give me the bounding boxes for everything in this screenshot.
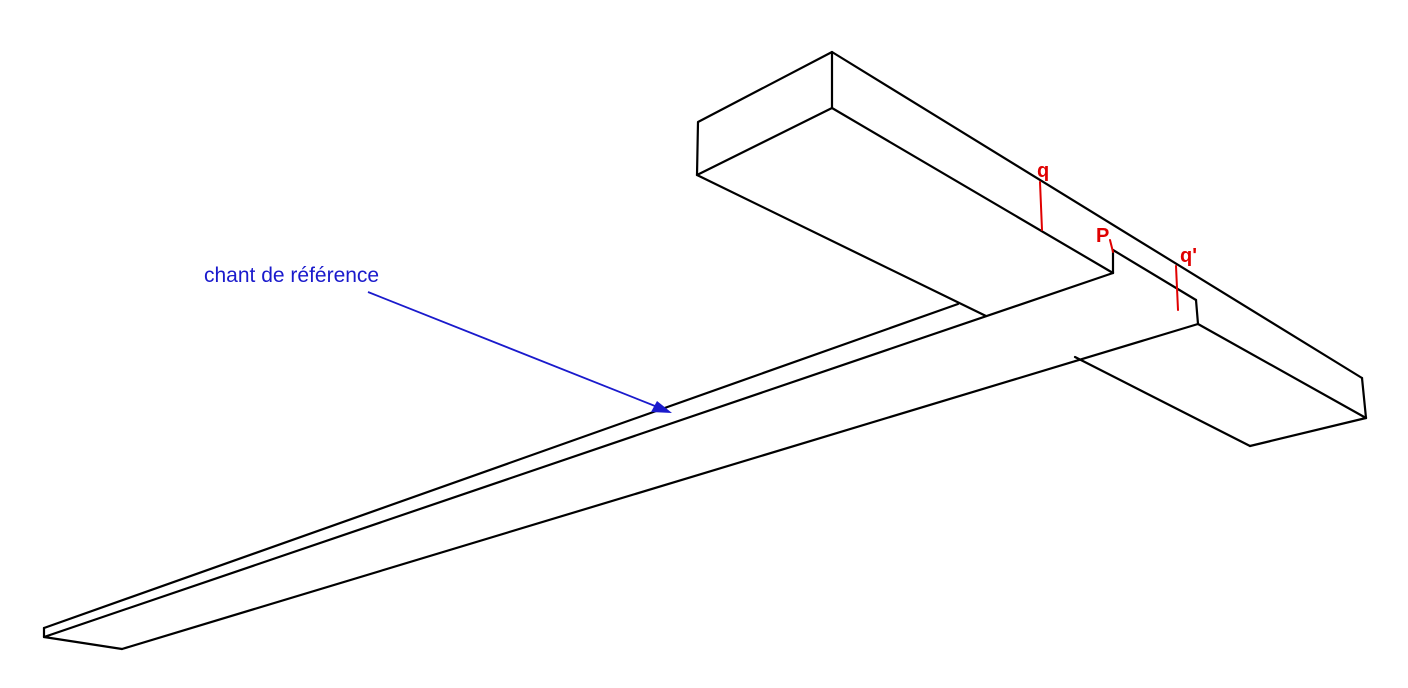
rail-top-back-edge: [42, 302, 960, 630]
label-q-prime: q': [1180, 245, 1197, 267]
notch-top-edge: [1111, 248, 1198, 302]
crosspiece-bottom-front-right: [1073, 355, 1252, 448]
notch-right-vertical: [1194, 298, 1200, 326]
label-q: q: [1037, 160, 1049, 182]
crosspiece-right-end-edge: [1360, 376, 1368, 420]
crosspiece-bottom-front-left: [695, 173, 988, 318]
rail: [42, 271, 1200, 651]
crosspiece-top-far-edge: [830, 50, 1364, 380]
reference-arrow: [367, 291, 672, 413]
mark-p: [1109, 239, 1114, 253]
mark-q-prime: [1175, 265, 1179, 311]
mark-q: [1039, 181, 1043, 231]
crosspiece: [695, 50, 1368, 448]
label-p: P: [1096, 225, 1109, 247]
crosspiece-bottom-right-edge: [1248, 416, 1368, 448]
crosspiece-top-near-edge: [830, 106, 1115, 275]
crosspiece-top-near-edge-right: [1196, 322, 1368, 420]
crosspiece-left-end: [695, 50, 834, 177]
rail-reference-edge: [42, 271, 1115, 639]
reference-arrow-head: [651, 401, 672, 413]
layout-marks: [1039, 181, 1179, 311]
rail-bottom-front-edge: [120, 322, 1200, 651]
rail-end: [42, 626, 124, 651]
label-reference-edge: chant de référence: [204, 264, 379, 287]
housing-notch: [1111, 248, 1200, 326]
reference-arrow-shaft: [367, 291, 661, 409]
